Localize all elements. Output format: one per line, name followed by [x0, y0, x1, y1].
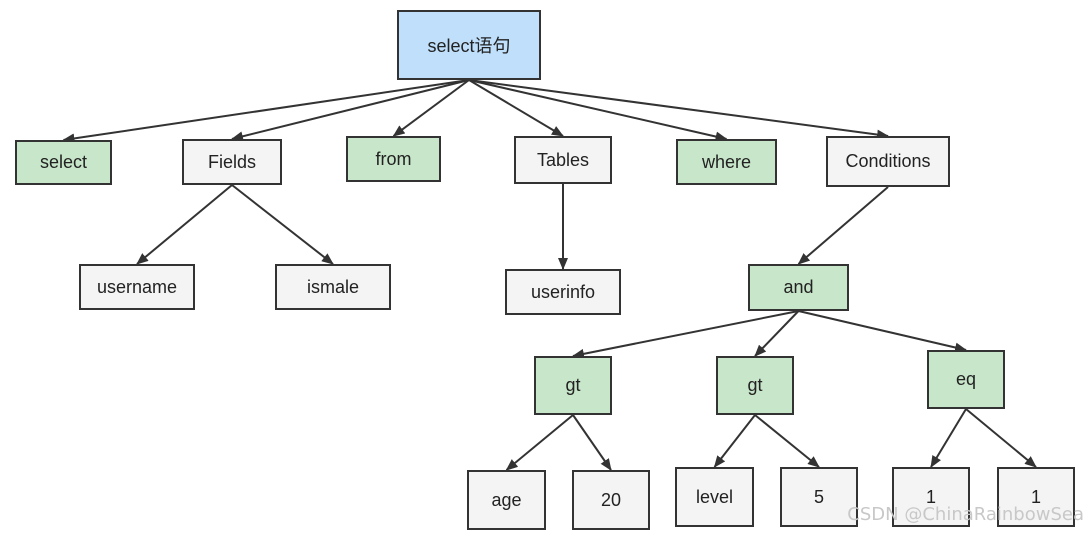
node-label: select语句	[427, 36, 511, 56]
node-label: 1	[925, 486, 936, 507]
watermark: CSDN @ChinaRainbowSea	[847, 504, 1084, 525]
node-value-1-second: 1	[997, 467, 1075, 527]
edge-root-to-tables	[468, 79, 564, 137]
edge-eq-to-one_b	[965, 408, 1037, 468]
node-value-1-first: 1	[892, 467, 970, 527]
node-fields: Fields	[182, 139, 282, 185]
node-where-keyword: where	[676, 139, 777, 185]
node-label: username	[96, 276, 178, 297]
node-label: ismale	[306, 276, 359, 297]
edge-gt2-to-level	[713, 414, 756, 468]
node-label: where	[701, 151, 752, 172]
node-label: 5	[813, 486, 824, 507]
edge-root-to-fields	[231, 79, 470, 142]
node-label: Fields	[207, 151, 256, 172]
edge-eq-to-one_a	[930, 408, 967, 468]
node-username: username	[79, 264, 195, 310]
edge-conditions-to-and	[797, 186, 889, 265]
node-value-5: 5	[780, 467, 858, 527]
edge-root-to-conditions	[468, 79, 889, 140]
edge-and-to-gt1	[572, 310, 799, 359]
node-label: 1	[1030, 486, 1041, 507]
node-label: eq	[955, 369, 977, 389]
node-eq: eq	[927, 350, 1005, 409]
node-select-keyword: select	[15, 140, 112, 185]
edge-root-to-kw_from	[392, 79, 470, 137]
node-label: age	[491, 489, 522, 510]
node-value-20: 20	[572, 470, 650, 530]
node-label: level	[695, 486, 734, 507]
node-label: 20	[600, 489, 622, 510]
edge-fields-to-username	[136, 184, 233, 265]
node-label: userinfo	[530, 281, 596, 302]
node-conditions: Conditions	[826, 136, 950, 187]
edge-root-to-kw_select	[62, 79, 470, 144]
edge-gt1-to-age	[505, 414, 574, 471]
node-label: from	[375, 148, 412, 169]
node-label: gt	[565, 375, 581, 395]
edge-and-to-eq	[798, 310, 967, 353]
node-label: Conditions	[845, 151, 931, 171]
node-and: and	[748, 264, 849, 311]
node-from-keyword: from	[346, 136, 441, 182]
edge-fields-to-ismale	[231, 184, 334, 265]
node-label: gt	[747, 375, 763, 395]
edge-gt1-to-v20	[572, 414, 612, 471]
node-gt-first: gt	[534, 356, 612, 415]
node-label: Tables	[536, 149, 590, 170]
node-root-select-statement: select语句	[397, 10, 541, 80]
node-label: select	[39, 152, 88, 172]
edge-and-to-gt2	[754, 310, 800, 357]
node-label: and	[783, 277, 814, 297]
node-gt-second: gt	[716, 356, 794, 415]
node-userinfo: userinfo	[505, 269, 621, 315]
node-level: level	[675, 467, 754, 527]
node-ismale: ismale	[275, 264, 391, 310]
node-age: age	[467, 470, 546, 530]
node-tables: Tables	[514, 136, 612, 184]
edge-gt2-to-v5	[754, 414, 820, 468]
edge-root-to-kw_where	[468, 79, 728, 142]
